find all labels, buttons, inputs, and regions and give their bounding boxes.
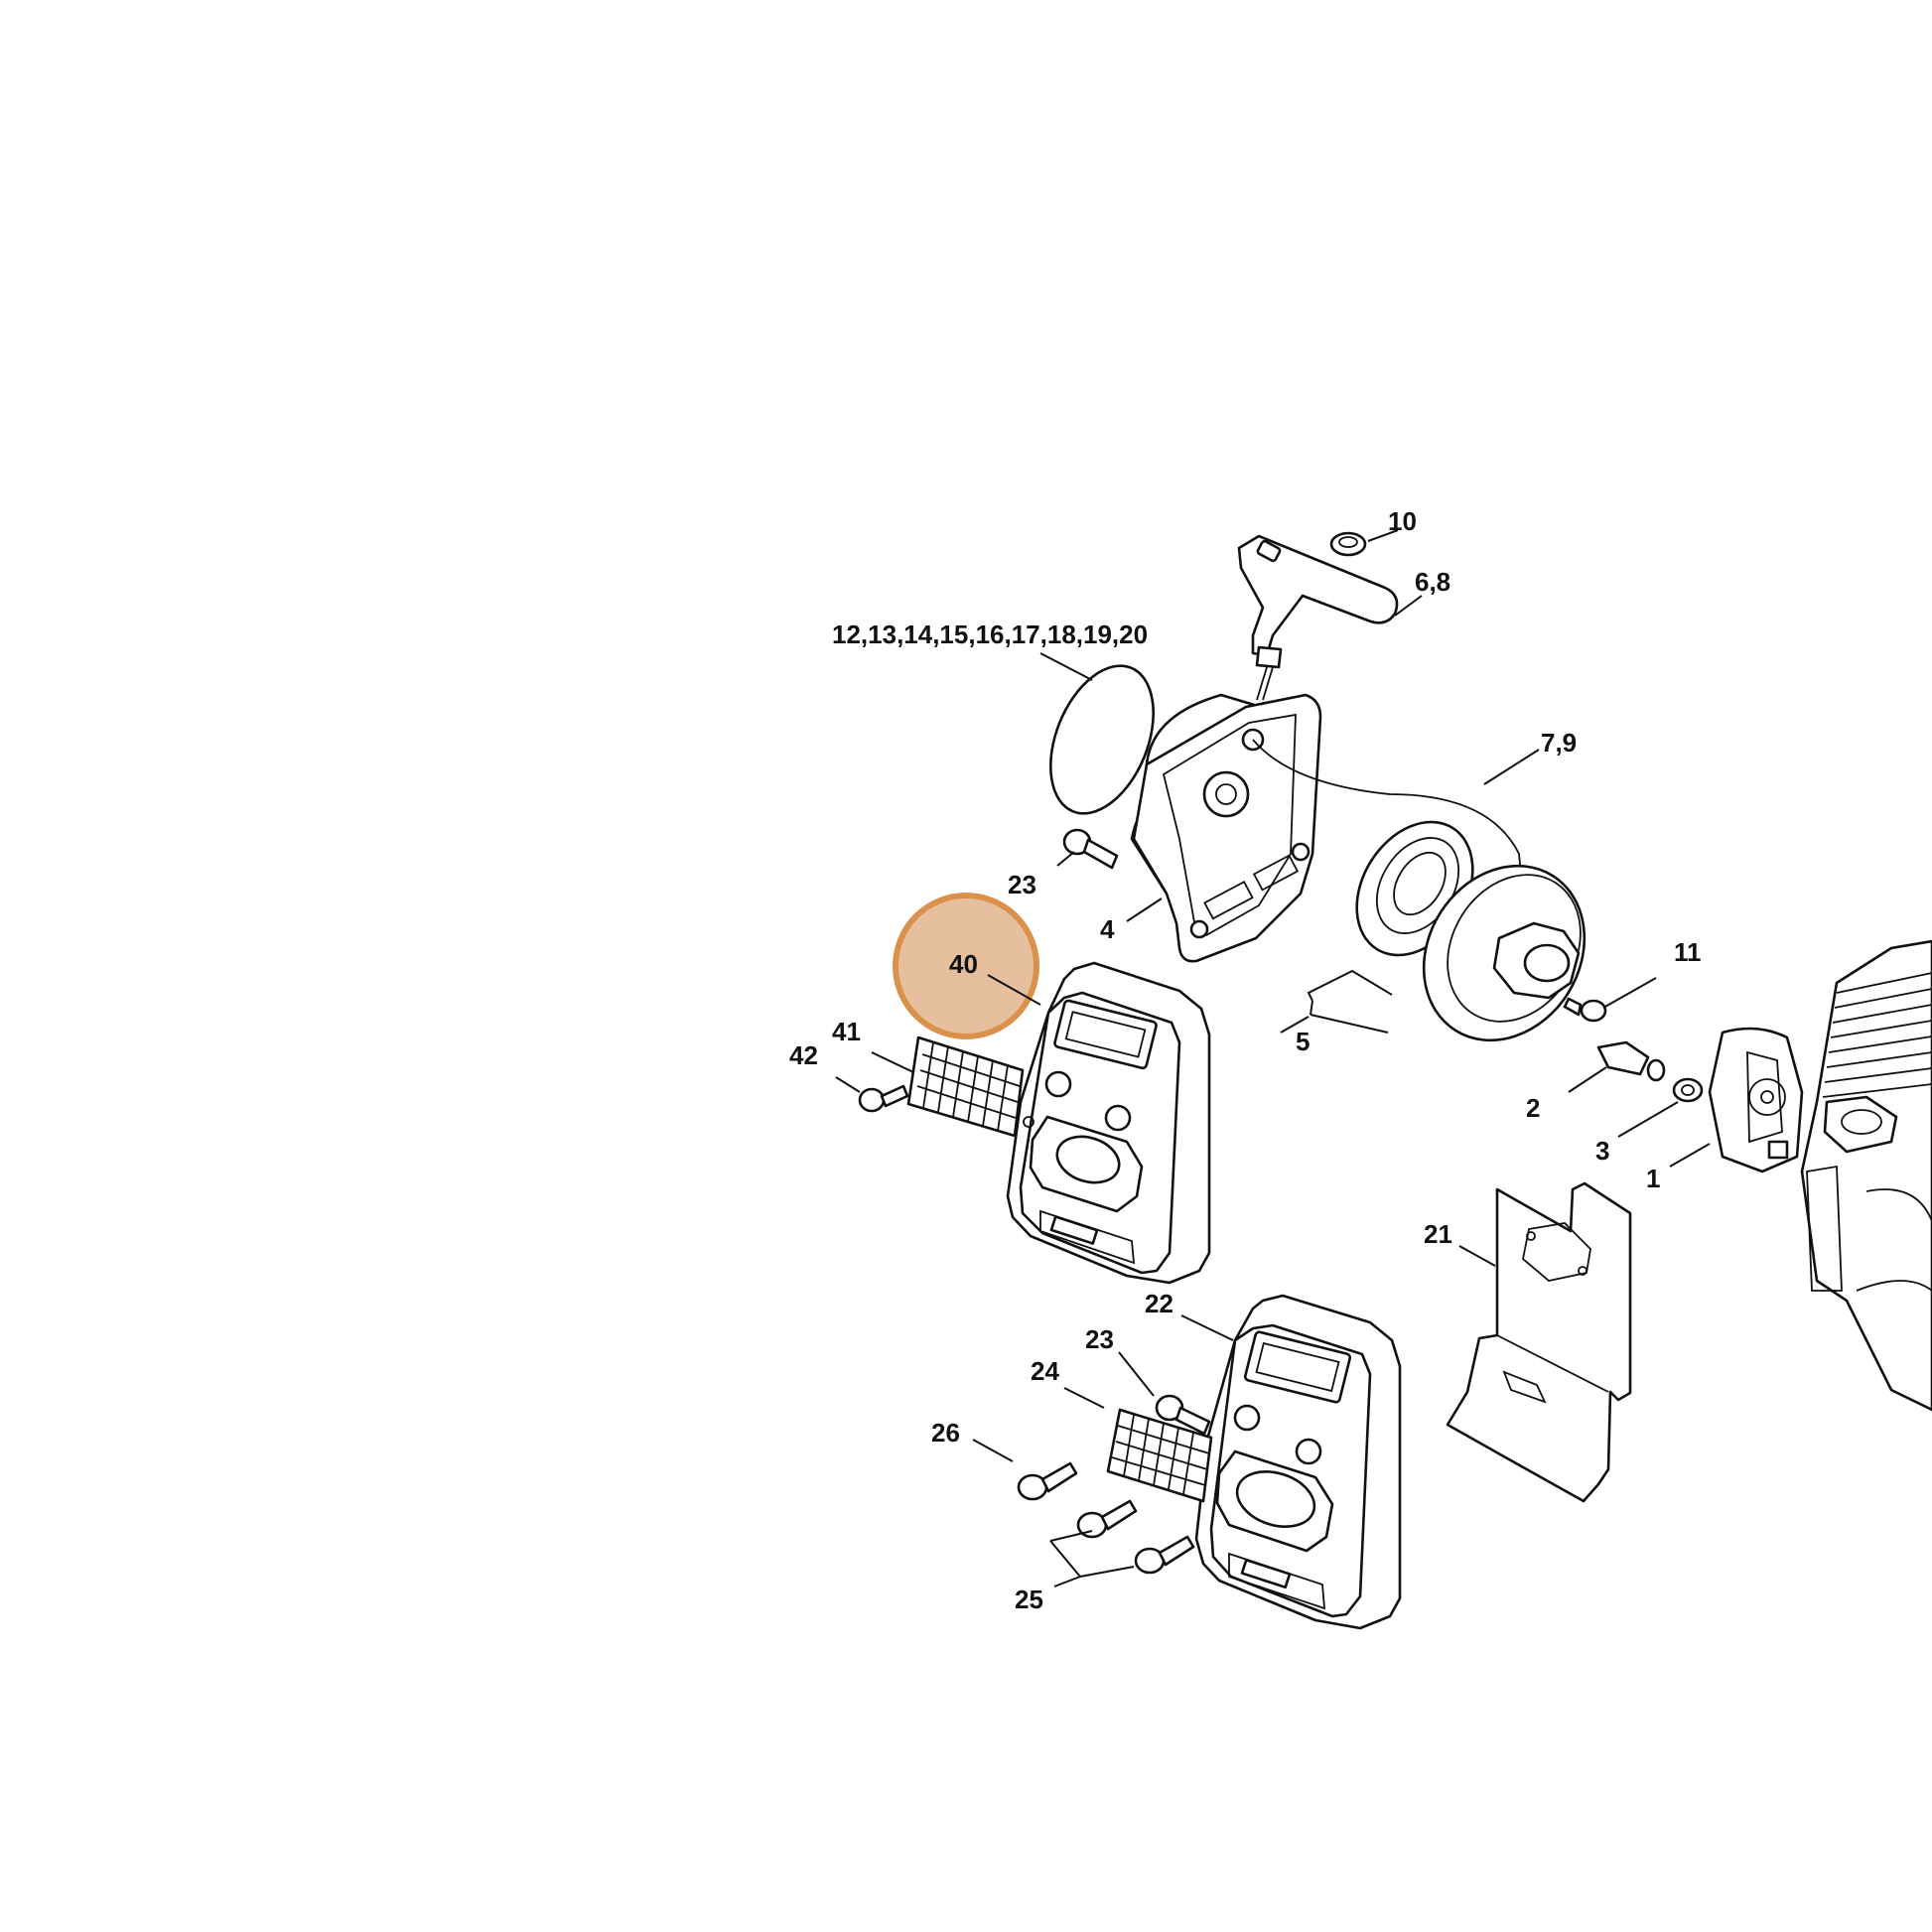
nut-part-3[interactable] [1672,1077,1704,1103]
callout-23-lower: 23 [1085,1324,1114,1354]
callout-11: 11 [1674,937,1702,967]
ignition-module[interactable] [1708,1027,1804,1173]
starter-grip[interactable] [1237,534,1399,701]
heat-shield[interactable] [1446,1181,1632,1503]
plug-part-10[interactable] [1329,531,1367,557]
cylinder[interactable] [1800,939,1932,1412]
highlight-marker-40[interactable]: 40 [893,893,1041,1039]
callout-6-8: 6,8 [1415,567,1450,597]
spark-screen-41[interactable] [906,1035,1025,1138]
callout-24: 24 [1031,1356,1059,1386]
callout-7-9: 7,9 [1541,728,1577,758]
o-ring[interactable] [1031,650,1173,828]
fan-housing[interactable] [1130,693,1322,963]
callout-21: 21 [1424,1219,1452,1249]
starter-rope [1252,739,1522,875]
callout-41: 41 [832,1017,861,1046]
spark-screen-24[interactable] [1106,1408,1213,1503]
callout-40: 40 [949,949,978,979]
callout-23-upper: 23 [1008,870,1036,899]
callout-labels: 10 6,8 12,13,14,15,16,17,18,19,20 7,9 23… [789,506,1702,1614]
rope-rotor[interactable] [1392,836,1616,1071]
callout-5: 5 [1296,1027,1310,1056]
muffler-40[interactable] [1006,961,1211,1285]
callout-25: 25 [1015,1585,1043,1614]
callout-1: 1 [1646,1164,1660,1193]
callout-2: 2 [1526,1093,1540,1123]
leader-lines [835,529,1711,1587]
callout-26: 26 [931,1418,960,1448]
callout-22: 22 [1145,1289,1173,1318]
screw-11[interactable] [1563,997,1607,1023]
screws-25[interactable] [1076,1499,1195,1575]
callout-3: 3 [1595,1136,1609,1166]
callout-4: 4 [1100,914,1115,944]
callout-10: 10 [1388,506,1417,536]
muffler-22[interactable] [1194,1294,1402,1630]
screw-23-lower[interactable] [1155,1394,1211,1436]
connector-part-2[interactable] [1596,1040,1666,1082]
screw-23-upper[interactable] [1062,828,1119,870]
callout-12-20: 12,13,14,15,16,17,18,19,20 [832,620,1148,649]
screw-26[interactable] [1017,1461,1078,1501]
screw-42[interactable] [858,1084,909,1113]
callout-42: 42 [789,1040,818,1070]
